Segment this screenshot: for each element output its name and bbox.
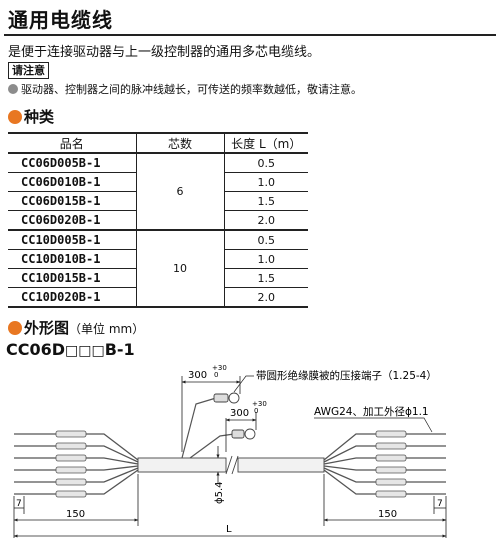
wire-spec-label: AWG24、加工外径ϕ1.1 — [314, 405, 429, 418]
page-title: 通用电缆线 — [8, 8, 113, 32]
notice-text: 驱动器、控制器之间的脉冲线越长，可传送的频率数越低，敬请注意。 — [8, 81, 362, 97]
model-cell: CC10D015B-1 — [8, 268, 137, 288]
table-row: CC10D005B-1 10 0.5 — [8, 230, 308, 308]
dim-7-right-label: 7 — [437, 499, 443, 509]
length-cell: 1.0 — [224, 172, 308, 192]
orange-dot-icon — [8, 321, 22, 335]
table-row: CC06D010B-1 1.0 — [8, 172, 308, 192]
dim-300-bottom-label: 300 — [230, 408, 249, 419]
length-cell: 1.0 — [224, 249, 308, 269]
bullet-icon — [8, 84, 18, 94]
length-cell: 2.0 — [224, 210, 308, 231]
dim-7-left-label: 7 — [16, 499, 22, 509]
dim-300-top — [181, 376, 241, 452]
ring-terminal-icon — [213, 392, 256, 440]
right-wire-bundle — [323, 433, 446, 495]
main-cable — [137, 457, 325, 473]
table-row: CC06D005B-1 6 0.5 — [8, 153, 308, 231]
title-divider — [4, 34, 496, 36]
notice-label: 请注意 — [8, 62, 49, 79]
dim-150-left-label: 150 — [66, 509, 85, 520]
types-table: 品名 芯数 长度 L（m） CC06D005B-1 6 0.5 CC06D010… — [8, 132, 308, 308]
outline-model-code: CC06D□□□B-1 — [6, 340, 135, 359]
types-heading-text: 种类 — [24, 108, 55, 126]
tolerance-zero: 0 — [254, 407, 258, 415]
model-prefix: CC06D — [6, 340, 66, 359]
model-cell: CC06D005B-1 — [8, 153, 137, 173]
cores-cell: 6 — [136, 153, 225, 231]
cores-cell: 10 — [136, 230, 225, 308]
leader-lines — [233, 375, 433, 433]
table-row: CC10D015B-1 1.5 — [8, 268, 308, 288]
table-row: CC10D020B-1 2.0 — [8, 287, 308, 308]
description: 是便于连接驱动器与上一级控制器的通用多芯电缆线。 — [8, 45, 321, 60]
length-cell: 1.5 — [224, 268, 308, 288]
table-header-row: 品名 芯数 长度 L（m） — [8, 132, 308, 154]
terminal-branch-wires — [181, 397, 235, 459]
cable-break-mark — [225, 455, 239, 475]
column-header: 长度 L（m） — [224, 132, 308, 154]
outline-heading-text: 外形图 — [24, 319, 70, 337]
column-header: 芯数 — [136, 132, 225, 154]
diameter-label: ϕ5.4 — [214, 482, 225, 505]
left-wire-bundle — [14, 433, 139, 495]
model-cell: CC06D015B-1 — [8, 191, 137, 211]
dim-150-right-label: 150 — [378, 509, 397, 520]
length-cell: 0.5 — [224, 230, 308, 250]
notice-body: 驱动器、控制器之间的脉冲线越长，可传送的频率数越低，敬请注意。 — [21, 83, 362, 96]
model-suffix: B-1 — [104, 340, 135, 359]
orange-dot-icon — [8, 110, 22, 124]
outline-unit: （单位 mm） — [69, 322, 145, 336]
tolerance-plus: +30 — [252, 400, 267, 408]
length-cell: 1.5 — [224, 191, 308, 211]
table-row: CC10D010B-1 1.0 — [8, 249, 308, 269]
types-heading: 种类 — [8, 106, 54, 127]
column-header: 品名 — [8, 132, 137, 154]
model-cell: CC10D005B-1 — [8, 230, 137, 250]
right-ferrules — [375, 430, 407, 498]
dim-300-top-label: 300 — [188, 370, 207, 381]
tolerance-zero: 0 — [214, 371, 218, 379]
terminal-label: 带圆形绝缘膜被的压接端子（1.25-4） — [256, 369, 437, 382]
dim-L-label: L — [226, 524, 232, 535]
table-row: CC06D015B-1 1.5 — [8, 191, 308, 211]
model-boxes: □□□ — [65, 343, 105, 359]
model-cell: CC06D010B-1 — [8, 172, 137, 192]
length-cell: 2.0 — [224, 287, 308, 308]
table-row: CC06D020B-1 2.0 — [8, 210, 308, 231]
model-cell: CC10D010B-1 — [8, 249, 137, 269]
left-ferrules — [55, 430, 87, 498]
length-cell: 0.5 — [224, 153, 308, 173]
model-cell: CC10D020B-1 — [8, 287, 137, 308]
outline-heading: 外形图（单位 mm） — [8, 317, 144, 338]
dim-extension-lines — [13, 474, 447, 538]
dim-300-bottom — [225, 412, 257, 452]
tolerance-plus: +30 — [212, 364, 227, 372]
model-cell: CC06D020B-1 — [8, 210, 137, 231]
